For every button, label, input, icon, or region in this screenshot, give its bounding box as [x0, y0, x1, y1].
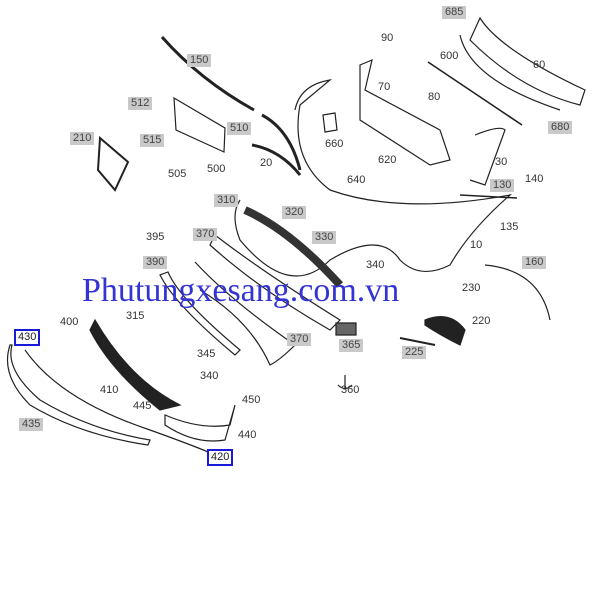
part-label: 430	[14, 329, 41, 346]
module-660	[322, 112, 338, 133]
part-label: 390	[143, 256, 168, 269]
grille-370	[209, 234, 341, 331]
trim-315	[194, 261, 296, 366]
fog-grille-220	[424, 316, 466, 346]
cable-680	[459, 34, 561, 111]
spoiler-420	[24, 349, 216, 456]
part-label: 512	[128, 97, 153, 110]
part-label: 60	[533, 59, 546, 71]
part-label: 365	[339, 339, 364, 352]
part-label: 310	[214, 194, 239, 207]
part-label: 505	[168, 168, 187, 180]
part-label: 410	[100, 384, 119, 396]
part-label: 660	[325, 138, 344, 150]
part-label: 130	[490, 179, 515, 192]
part-label: 370	[193, 228, 218, 241]
part-label: 445	[133, 400, 152, 412]
trim-strip-150	[160, 36, 255, 112]
part-label: 400	[60, 316, 79, 328]
part-label: 160	[522, 256, 547, 269]
part-label: 370	[287, 333, 312, 346]
part-label: 30	[495, 156, 508, 168]
part-label: 420	[207, 449, 234, 466]
part-label: 320	[282, 206, 307, 219]
strip-225	[399, 337, 436, 346]
part-label: 435	[19, 418, 44, 431]
trim-390	[159, 271, 241, 356]
part-label: 220	[472, 315, 491, 327]
fog-bracket-210	[96, 135, 130, 192]
license-plate-bracket	[173, 96, 226, 153]
bracket-30	[469, 127, 506, 186]
insert-440	[164, 404, 236, 442]
part-label: 90	[381, 32, 394, 44]
part-label: 135	[500, 221, 519, 233]
bumper-cover-10	[234, 79, 513, 277]
watermark: Phutungxesang.com.vn	[82, 272, 400, 309]
fender-edge-2	[251, 143, 302, 176]
part-label: 150	[187, 54, 212, 67]
clip-360	[337, 375, 353, 390]
wire-harness-600	[427, 61, 523, 126]
part-label: 225	[402, 346, 427, 359]
part-label: 510	[227, 122, 252, 135]
part-label: 80	[428, 91, 441, 103]
part-label: 315	[126, 310, 145, 322]
part-label: 500	[207, 163, 226, 175]
crossmember-70	[359, 58, 451, 166]
part-label: 230	[462, 282, 481, 294]
upper-grille-320	[243, 206, 343, 288]
part-label: 600	[440, 50, 459, 62]
part-label: 640	[347, 174, 366, 186]
part-label: 10	[470, 239, 483, 251]
part-label: 20	[260, 157, 273, 169]
part-label: 450	[242, 394, 261, 406]
part-label: 680	[548, 121, 573, 134]
part-label: 70	[378, 81, 391, 93]
part-label: 685	[442, 6, 467, 19]
part-label: 210	[70, 132, 95, 145]
part-label: 440	[238, 429, 257, 441]
part-label: 340	[366, 259, 385, 271]
part-label: 515	[140, 134, 165, 147]
part-label: 330	[312, 231, 337, 244]
part-label: 395	[146, 231, 165, 243]
part-label: 620	[378, 154, 397, 166]
lower-grille-400	[89, 318, 182, 411]
part-label: 345	[197, 348, 216, 360]
side-strip-130	[459, 194, 518, 199]
spoiler-435	[6, 344, 151, 446]
bracket-365	[335, 322, 357, 336]
part-label: 140	[525, 173, 544, 185]
fender-edge	[261, 113, 302, 171]
strip-160	[484, 264, 551, 321]
part-label: 360	[341, 384, 360, 396]
part-label: 340	[200, 370, 219, 382]
crossmember-60	[469, 16, 586, 106]
